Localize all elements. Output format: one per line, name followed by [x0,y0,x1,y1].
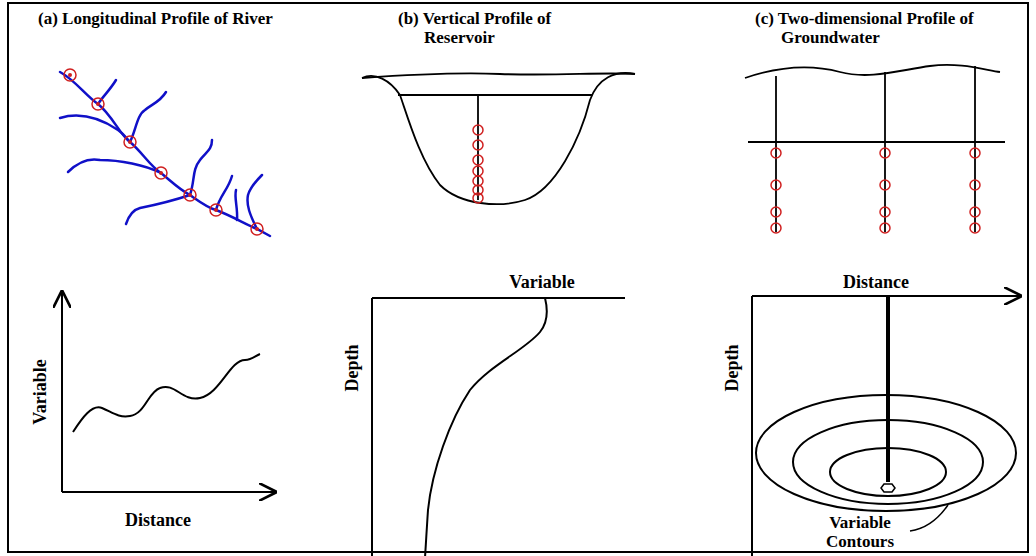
axis-label: Distance [125,510,191,530]
well-samples [771,148,980,233]
panel-title: (a) Longitudinal Profile of River [38,9,273,28]
sample-stations [64,69,263,235]
axis-label: Depth [342,344,362,391]
reservoir [362,73,635,204]
panel-title: (b) Vertical Profile of Reservoir [398,9,598,47]
axis-label: Distance [843,272,909,292]
river-graph [62,292,275,492]
contour-graph [752,296,1020,556]
axis-label: Variable [30,359,50,424]
axis-label: Depth [722,344,742,391]
axis-label: Variable [509,272,574,292]
contour-label: Variable Contours [817,513,903,551]
frame [8,3,1028,552]
depth-samples [473,125,483,203]
river-network [60,72,270,236]
groundwater-section [745,65,1005,232]
reservoir-graph [372,298,625,556]
panel-title: (c) Two-dimensional Profile of Groundwat… [755,9,983,47]
station-dots [68,73,259,231]
